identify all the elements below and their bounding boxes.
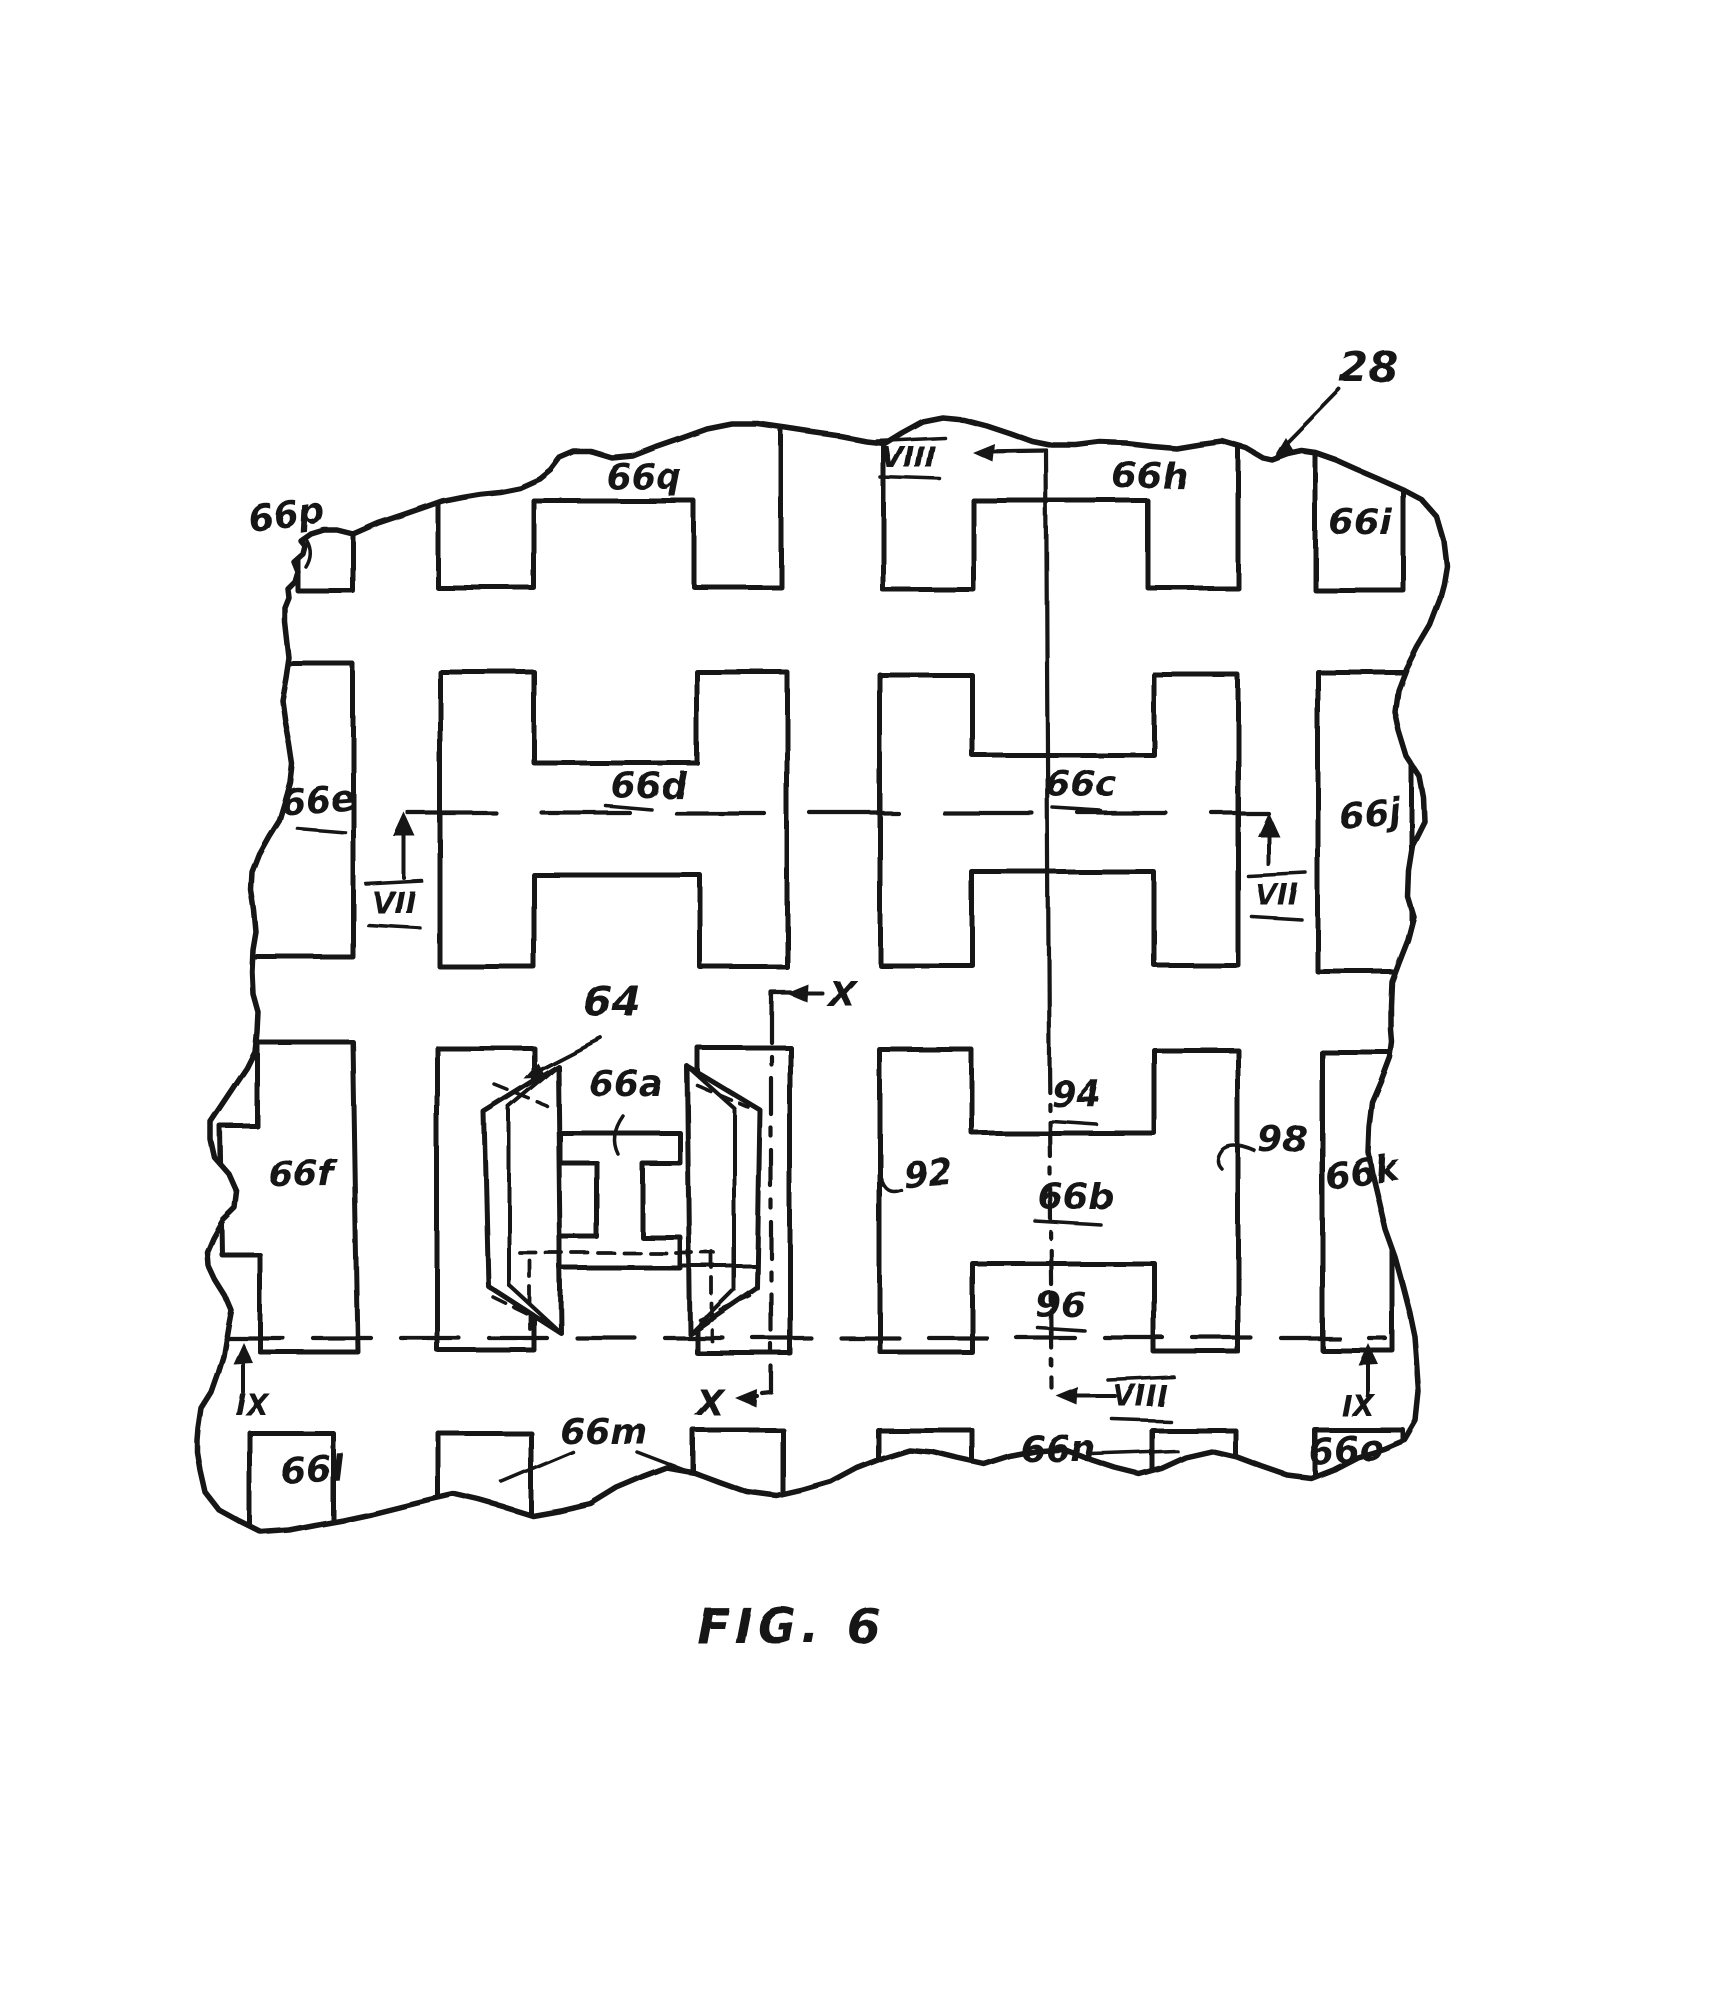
label-viii-top: VIII [881, 440, 936, 474]
viii-cut-line-solid [979, 447, 1052, 1061]
section-line-viii [874, 435, 1176, 1423]
prism-left-bottom-facet [507, 1283, 563, 1335]
vii-left-overline [364, 879, 424, 886]
x-top-corner [768, 989, 793, 1009]
leader-64-arrowhead [524, 1063, 546, 1079]
leader-28-arrowhead [1274, 438, 1294, 458]
label-66o: 66o [1307, 1427, 1385, 1474]
vii-left-underline [366, 923, 422, 930]
cell-66a [557, 1130, 683, 1271]
underline-66b [1033, 1219, 1103, 1227]
section-line-x [735, 984, 824, 1407]
leader-28 [1283, 388, 1342, 448]
label-66m: 66m [559, 1411, 647, 1452]
drawing: 28 66p 66q 66h 66i VIII 66e 66d 66c 66j … [194, 343, 1450, 1655]
cell-66c [877, 672, 1241, 968]
cell-66b [877, 1047, 1241, 1355]
underline-94 [1050, 1119, 1098, 1126]
viii-top-underline [878, 475, 942, 481]
viii-bottom-arrowhead [1056, 1387, 1078, 1405]
leader-98 [1215, 1143, 1257, 1170]
section-line-ix [222, 1335, 1388, 1398]
prism-right-hidden-bottom [698, 1294, 752, 1322]
vii-right-arrowhead [1257, 812, 1279, 836]
label-66n: 66n [1020, 1429, 1096, 1470]
pad-66l [247, 1430, 336, 1532]
label-66c: 66c [1045, 764, 1116, 805]
label-viii-bottom: VIII [1113, 1379, 1168, 1413]
prism-left-hidden-top [493, 1083, 549, 1108]
cell-66d [437, 669, 790, 970]
underline-66d [604, 804, 654, 812]
x-bottom-corner [759, 1375, 774, 1396]
label-98: 98 [1258, 1120, 1308, 1161]
prism-right-hidden-top [695, 1083, 750, 1109]
cell-66k [1319, 1049, 1395, 1353]
prism-left-hidden-bottom [491, 1295, 554, 1328]
viii-top-arrowhead [972, 443, 994, 461]
ix-left-arrowhead [233, 1342, 253, 1364]
x-bottom-arrowhead [735, 1389, 757, 1407]
pad-66n-left [875, 1427, 975, 1523]
label-vii-left: VII [372, 886, 416, 920]
underline-66c [1051, 806, 1103, 813]
label-66d: 66d [611, 766, 688, 807]
vii-left-arrowhead [393, 812, 415, 836]
label-66h: 66h [1112, 456, 1188, 497]
underline-66e [295, 826, 347, 834]
label-92: 92 [902, 1152, 955, 1196]
leader-66m-left [500, 1450, 575, 1484]
leader-64 [535, 1036, 603, 1073]
section-line-vii [364, 810, 1308, 930]
label-66a: 66a [589, 1064, 663, 1105]
label-vii-right: VII [1255, 878, 1299, 912]
substrate-torn-outline [194, 414, 1450, 1535]
label-66e: 66e [279, 777, 356, 823]
prism-left-top-facet [507, 1064, 560, 1109]
x-top-arrowhead [786, 984, 808, 1002]
label-x-bottom: X [694, 1383, 726, 1424]
viii-bottom-overline [1106, 1375, 1176, 1382]
leader-66a [612, 1114, 625, 1156]
vii-right-overline [1246, 871, 1308, 878]
leader-66p [304, 539, 312, 569]
label-64: 64 [583, 977, 641, 1026]
label-66f: 66f [268, 1154, 338, 1195]
leader-lines [304, 388, 1342, 1484]
vii-right-underline [1250, 915, 1304, 922]
figure-caption: FIG. 6 [697, 1599, 885, 1655]
cell-array [217, 417, 1415, 1532]
leader-66m-right [635, 1450, 694, 1475]
label-66j: 66j [1337, 791, 1404, 838]
viii-cut-line-dashed [1046, 1055, 1055, 1391]
leader-92 [879, 1176, 903, 1194]
ix-right-arrowhead [1358, 1343, 1378, 1365]
label-x-top: X [826, 974, 858, 1015]
label-96: 96 [1036, 1285, 1086, 1326]
cell-66f [217, 1039, 361, 1355]
prism-right-top-facet [685, 1064, 736, 1110]
pad-66n-right [1149, 1427, 1238, 1523]
label-66i: 66i [1329, 502, 1392, 543]
label-66q: 66q [606, 457, 682, 498]
detail-64 [481, 1063, 763, 1343]
label-66l: 66l [280, 1448, 346, 1493]
label-28: 28 [1340, 343, 1398, 392]
viii-top-overline [874, 435, 946, 442]
label-66b: 66b [1038, 1177, 1114, 1218]
leader-66n [1089, 1449, 1179, 1456]
reference-labels: 28 66p 66q 66h 66i VIII 66e 66d 66c 66j … [235, 343, 1403, 1493]
label-94: 94 [1051, 1074, 1101, 1115]
viii-bottom-underline [1110, 1417, 1172, 1423]
cell-66i [1312, 417, 1406, 593]
label-ix-right: IX [1341, 1389, 1376, 1423]
underline-96 [1036, 1326, 1087, 1333]
label-ix-left: IX [235, 1388, 270, 1422]
prism-64-left [481, 1063, 564, 1336]
